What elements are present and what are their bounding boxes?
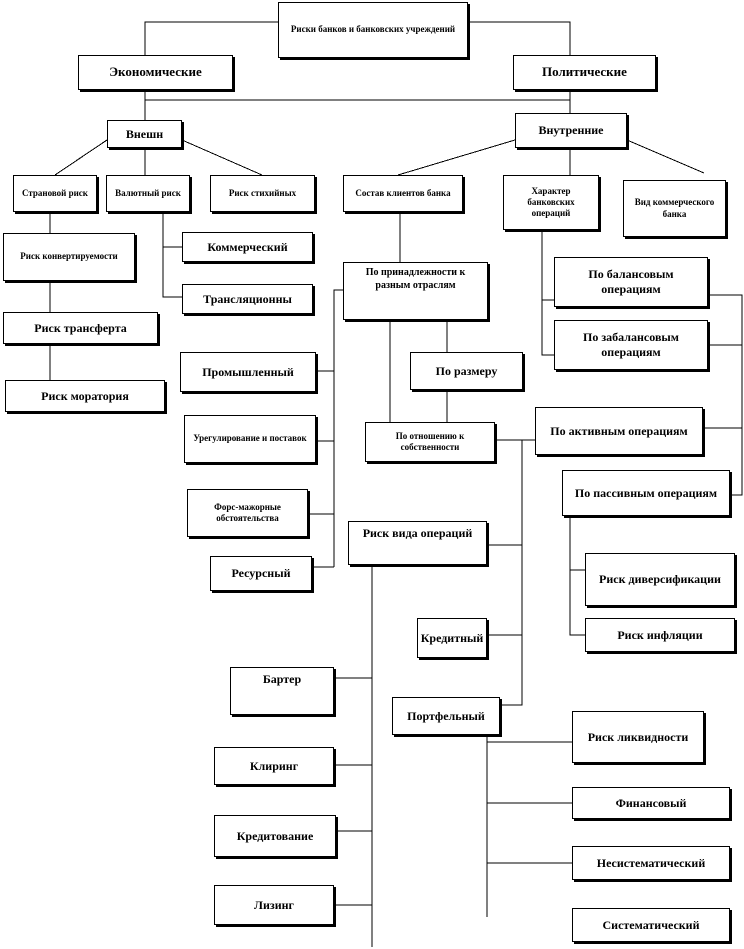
node-political: Политические <box>513 55 656 90</box>
node-passive-operations: По пассивным операциям <box>562 470 730 516</box>
node-commercial: Коммерческий <box>182 232 313 262</box>
node-currency-risk: Валютный риск <box>106 175 190 212</box>
node-internal: Внутренние <box>515 113 627 148</box>
node-clearing: Клиринг <box>214 747 334 785</box>
node-moratorium-risk: Риск моратория <box>5 380 165 412</box>
node-bank-type: Вид коммерческого банка <box>623 180 726 237</box>
node-portfolio: Портфельный <box>392 697 500 735</box>
node-natural-risk: Риск стихийных <box>210 175 315 212</box>
node-active-operations: По активным операциям <box>535 407 703 455</box>
node-lending: Кредитование <box>214 815 336 857</box>
node-external: Внешн <box>107 120 182 148</box>
node-systematic: Систематический <box>572 908 730 942</box>
node-by-ownership: По отношению к собственности <box>365 422 495 462</box>
node-force-majeure: Форс-мажорные обстоятельства <box>187 489 308 537</box>
node-industrial: Промышленный <box>180 352 316 392</box>
node-leasing: Лизинг <box>214 885 334 925</box>
node-root: Риски банков и банковских учреждений <box>278 2 468 58</box>
node-financial: Финансовый <box>572 787 730 819</box>
node-operation-type-risk: Риск вида операций <box>348 521 487 565</box>
node-offbalance-operations: По забалансовым операциям <box>554 320 708 370</box>
node-economic: Экономические <box>78 55 233 90</box>
node-by-size: По размеру <box>410 352 523 390</box>
node-diversification-risk: Риск диверсификации <box>585 553 735 606</box>
node-transfer-risk: Риск трансферта <box>3 312 158 344</box>
node-inflation-risk: Риск инфляции <box>585 618 735 652</box>
node-operations-nature: Характер банковских операций <box>503 175 599 230</box>
node-resource: Ресурсный <box>210 556 312 591</box>
node-liquidity-risk: Риск ликвидности <box>572 711 704 763</box>
node-balance-operations: По балансовым операциям <box>554 257 708 307</box>
node-client-composition: Состав клиентов банка <box>343 175 463 212</box>
node-regulation-supplies: Урегулирование и поставок <box>184 415 316 463</box>
node-unsystematic: Несистематический <box>572 846 730 880</box>
node-translational: Трансляционны <box>182 284 313 314</box>
node-country-risk: Страновой риск <box>13 175 97 212</box>
node-barter: Бартер <box>230 667 334 715</box>
node-credit: Кредитный <box>417 618 487 658</box>
node-by-industry: По принадлежности к разным отраслям <box>343 262 488 320</box>
node-convertibility-risk: Риск конвертируемости <box>3 233 135 281</box>
